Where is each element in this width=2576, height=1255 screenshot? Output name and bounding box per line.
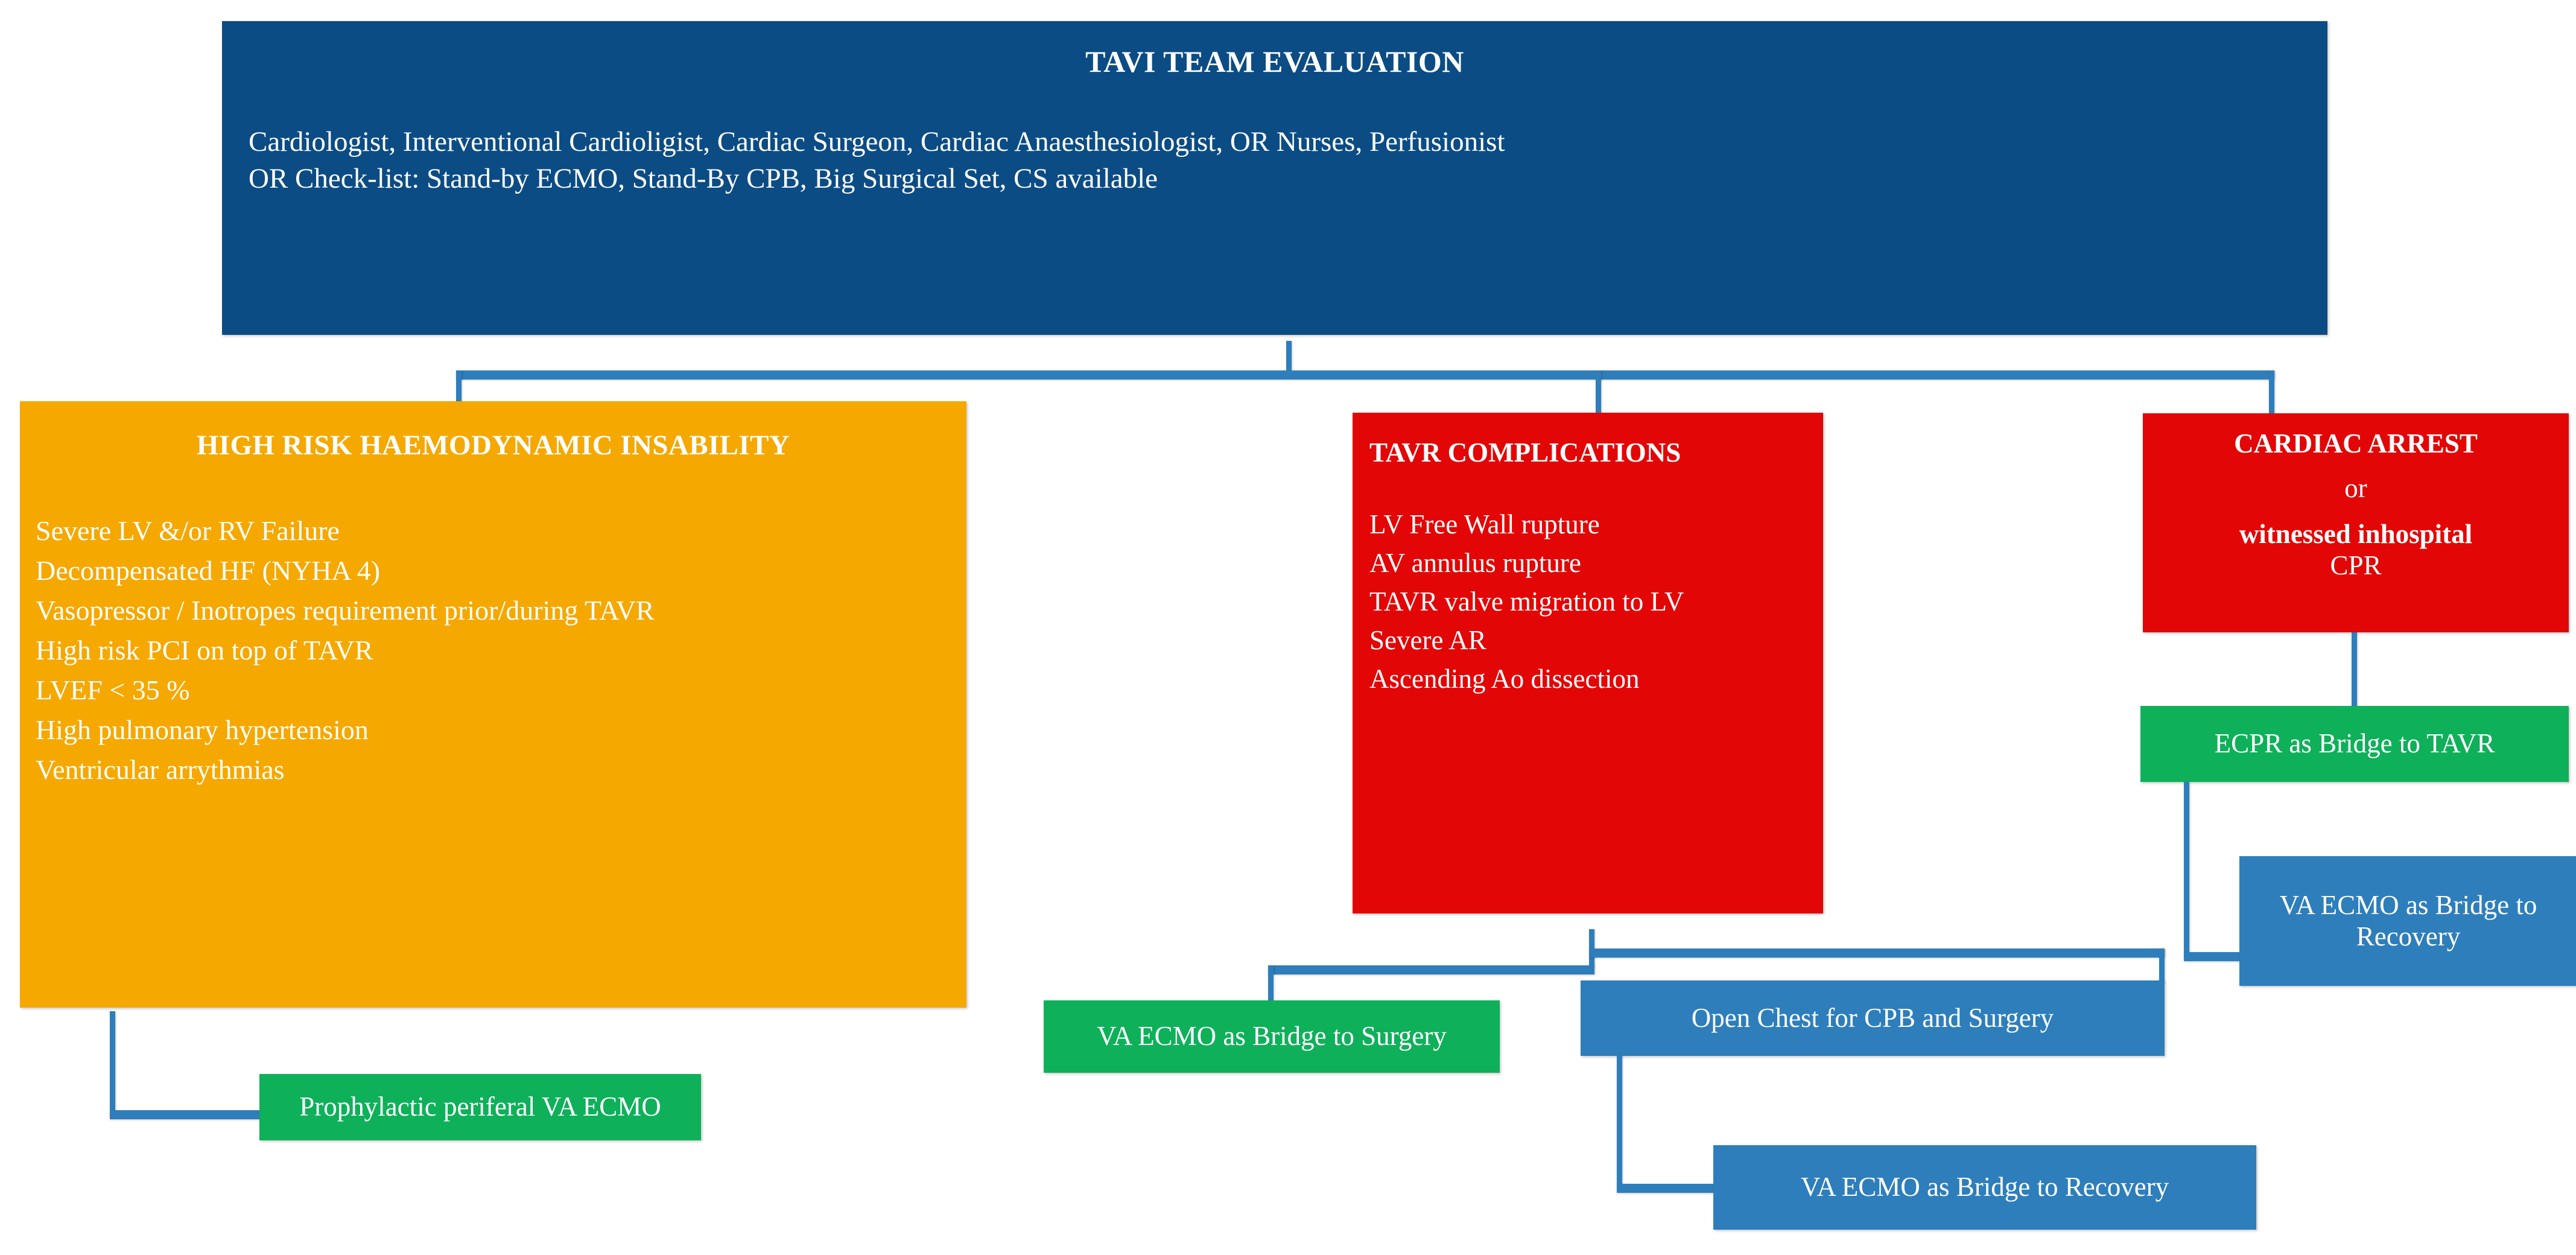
connector-ecpr-vertical bbox=[2184, 782, 2189, 957]
cardiac-arrest-line-3: witnessed inhospital bbox=[2239, 519, 2473, 549]
list-item: Vasopressor / Inotropes requirement prio… bbox=[36, 595, 655, 626]
va-ecmo-bridge-to-recovery-middle-box: VA ECMO as Bridge to Recovery bbox=[1713, 1145, 2256, 1230]
ecpr-bridge-to-tavr-box: ECPR as Bridge to TAVR bbox=[2140, 706, 2569, 782]
list-item: LVEF < 35 % bbox=[36, 675, 190, 705]
high-risk-list: Severe LV &/or RV Failure Decompensated … bbox=[36, 511, 951, 790]
high-risk-title: HIGH RISK HAEMODYNAMIC INSABILITY bbox=[196, 430, 790, 461]
connector-high-risk-vertical bbox=[110, 1011, 115, 1116]
ecpr-label: ECPR as Bridge to TAVR bbox=[2214, 728, 2495, 759]
cardiac-arrest-box: CARDIAC ARREST or witnessed inhospital C… bbox=[2143, 413, 2569, 632]
connector-drop-cardiac-arrest bbox=[2269, 370, 2274, 416]
open-chest-cpb-surgery-box: Open Chest for CPB and Surgery bbox=[1581, 980, 2165, 1056]
prophylactic-peripheral-va-ecmo-box: Prophylactic periferal VA ECMO bbox=[259, 1074, 701, 1140]
tavi-team-body: Cardiologist, Interventional Cardioligis… bbox=[249, 124, 2301, 197]
connector-drop-tavr-complications bbox=[1596, 370, 1601, 416]
tavr-complications-title: TAVR COMPLICATIONS bbox=[1369, 437, 1681, 468]
cardiac-arrest-line-1: CARDIAC ARREST bbox=[2234, 428, 2478, 459]
connector-tavr-comp-bus-right bbox=[1589, 948, 2165, 958]
connector-cardiac-arrest-to-ecpr bbox=[2352, 632, 2357, 707]
connector-drop-high-risk bbox=[456, 370, 462, 405]
connector-tavr-comp-left-drop bbox=[1268, 965, 1274, 1006]
va-ecmo-recovery-mid-label: VA ECMO as Bridge to Recovery bbox=[1800, 1172, 2169, 1203]
list-item: LV Free Wall rupture bbox=[1369, 509, 1600, 539]
list-item: Ascending Ao dissection bbox=[1369, 663, 1640, 694]
tavi-team-evaluation-box: TAVI TEAM EVALUATION Cardiologist, Inter… bbox=[222, 21, 2327, 335]
connector-tavr-comp-stem bbox=[1589, 929, 1594, 967]
tavi-team-line-1: Cardiologist, Interventional Cardioligis… bbox=[249, 126, 1505, 157]
connector-tavr-comp-bus-left bbox=[1268, 965, 1594, 974]
va-ecmo-bridge-to-recovery-right-box: VA ECMO as Bridge to Recovery bbox=[2239, 856, 2576, 986]
list-item: Ventricular arrythmias bbox=[36, 754, 285, 785]
list-item: AV annulus rupture bbox=[1369, 547, 1581, 578]
list-item: High risk PCI on top of TAVR bbox=[36, 635, 373, 666]
connector-ecpr-horizontal bbox=[2184, 952, 2244, 961]
va-ecmo-recovery-right-label: VA ECMO as Bridge to Recovery bbox=[2279, 890, 2537, 952]
tavr-complications-box: TAVR COMPLICATIONS LV Free Wall rupture … bbox=[1353, 413, 1823, 913]
connector-open-chest-vertical bbox=[1617, 1055, 1622, 1189]
list-item: Decompensated HF (NYHA 4) bbox=[36, 555, 381, 586]
connector-root-bus bbox=[456, 370, 2274, 380]
connector-high-risk-horizontal bbox=[110, 1110, 265, 1119]
list-item: TAVR valve migration to LV bbox=[1369, 586, 1684, 617]
connector-open-chest-horizontal bbox=[1617, 1184, 1721, 1193]
va-ecmo-bridge-to-surgery-box: VA ECMO as Bridge to Surgery bbox=[1044, 1000, 1500, 1073]
list-item: Severe LV &/or RV Failure bbox=[36, 515, 340, 546]
high-risk-haemodynamic-instability-box: HIGH RISK HAEMODYNAMIC INSABILITY Severe… bbox=[20, 401, 966, 1008]
open-chest-label: Open Chest for CPB and Surgery bbox=[1691, 1002, 2054, 1033]
cardiac-arrest-line-4: CPR bbox=[2330, 550, 2382, 580]
connector-root-stem bbox=[1286, 341, 1292, 375]
prophylactic-label: Prophylactic periferal VA ECMO bbox=[299, 1091, 661, 1122]
tavi-team-title: TAVI TEAM EVALUATION bbox=[1085, 45, 1464, 78]
va-ecmo-surgery-label: VA ECMO as Bridge to Surgery bbox=[1097, 1021, 1447, 1052]
list-item: High pulmonary hypertension bbox=[36, 714, 369, 745]
connector-tavr-comp-right-drop bbox=[2159, 948, 2165, 983]
tavr-complications-list: LV Free Wall rupture AV annulus rupture … bbox=[1366, 506, 1810, 698]
list-item: Severe AR bbox=[1369, 624, 1486, 655]
tavi-team-line-2: OR Check-list: Stand-by ECMO, Stand-By C… bbox=[249, 163, 1158, 195]
cardiac-arrest-line-2: or bbox=[2344, 473, 2367, 503]
